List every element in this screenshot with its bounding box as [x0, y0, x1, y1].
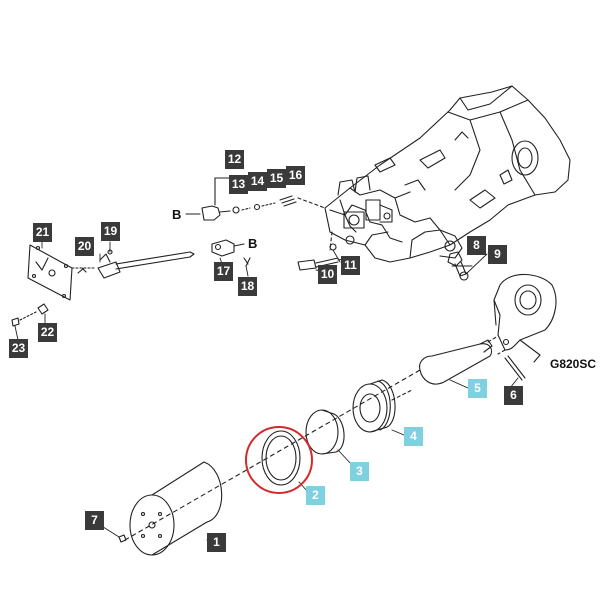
callout-1: 1: [207, 533, 226, 552]
callout-4: 4: [404, 427, 423, 446]
side-label-b-lower: B: [248, 236, 258, 251]
callout-22: 22: [38, 323, 57, 342]
transmission-housing: [324, 85, 571, 263]
side-label-b-upper: B: [172, 207, 182, 222]
callout-9: 9: [488, 245, 507, 264]
callout-21: 21: [33, 223, 52, 242]
assembly-axis-line: [124, 369, 421, 541]
part-1-cylinder: [118, 461, 223, 556]
leader-lines: [14, 239, 519, 546]
highlight-ring: [245, 426, 313, 494]
callout-8: 8: [467, 236, 486, 255]
callout-20: 20: [75, 237, 94, 256]
diagram-code: G820SC: [550, 357, 597, 371]
callout-11: 11: [341, 256, 360, 275]
callout-7: 7: [85, 511, 104, 530]
callout-12: 12: [225, 150, 244, 169]
callout-16: 16: [286, 166, 305, 185]
part-8-9-fitting: [447, 251, 469, 281]
callout-13: 13: [229, 175, 248, 194]
callout-17: 17: [214, 262, 233, 281]
part-5-6-lever-assembly: [419, 273, 557, 385]
part-2-seal: [261, 430, 301, 486]
part-12-16-assembly: [185, 177, 326, 221]
part-19-23-assembly: [11, 244, 195, 327]
callout-18: 18: [238, 277, 257, 296]
callout-2: 2: [306, 486, 325, 505]
callout-10: 10: [318, 265, 337, 284]
callout-6: 6: [504, 386, 523, 405]
callout-5: 5: [468, 379, 487, 398]
callout-15: 15: [267, 169, 286, 188]
callout-14: 14: [248, 172, 267, 191]
callout-3: 3: [350, 462, 369, 481]
callout-23: 23: [9, 339, 28, 358]
part-17-18-assembly: [211, 239, 251, 267]
callout-19: 19: [101, 222, 120, 241]
part-4-piston: [352, 379, 413, 433]
